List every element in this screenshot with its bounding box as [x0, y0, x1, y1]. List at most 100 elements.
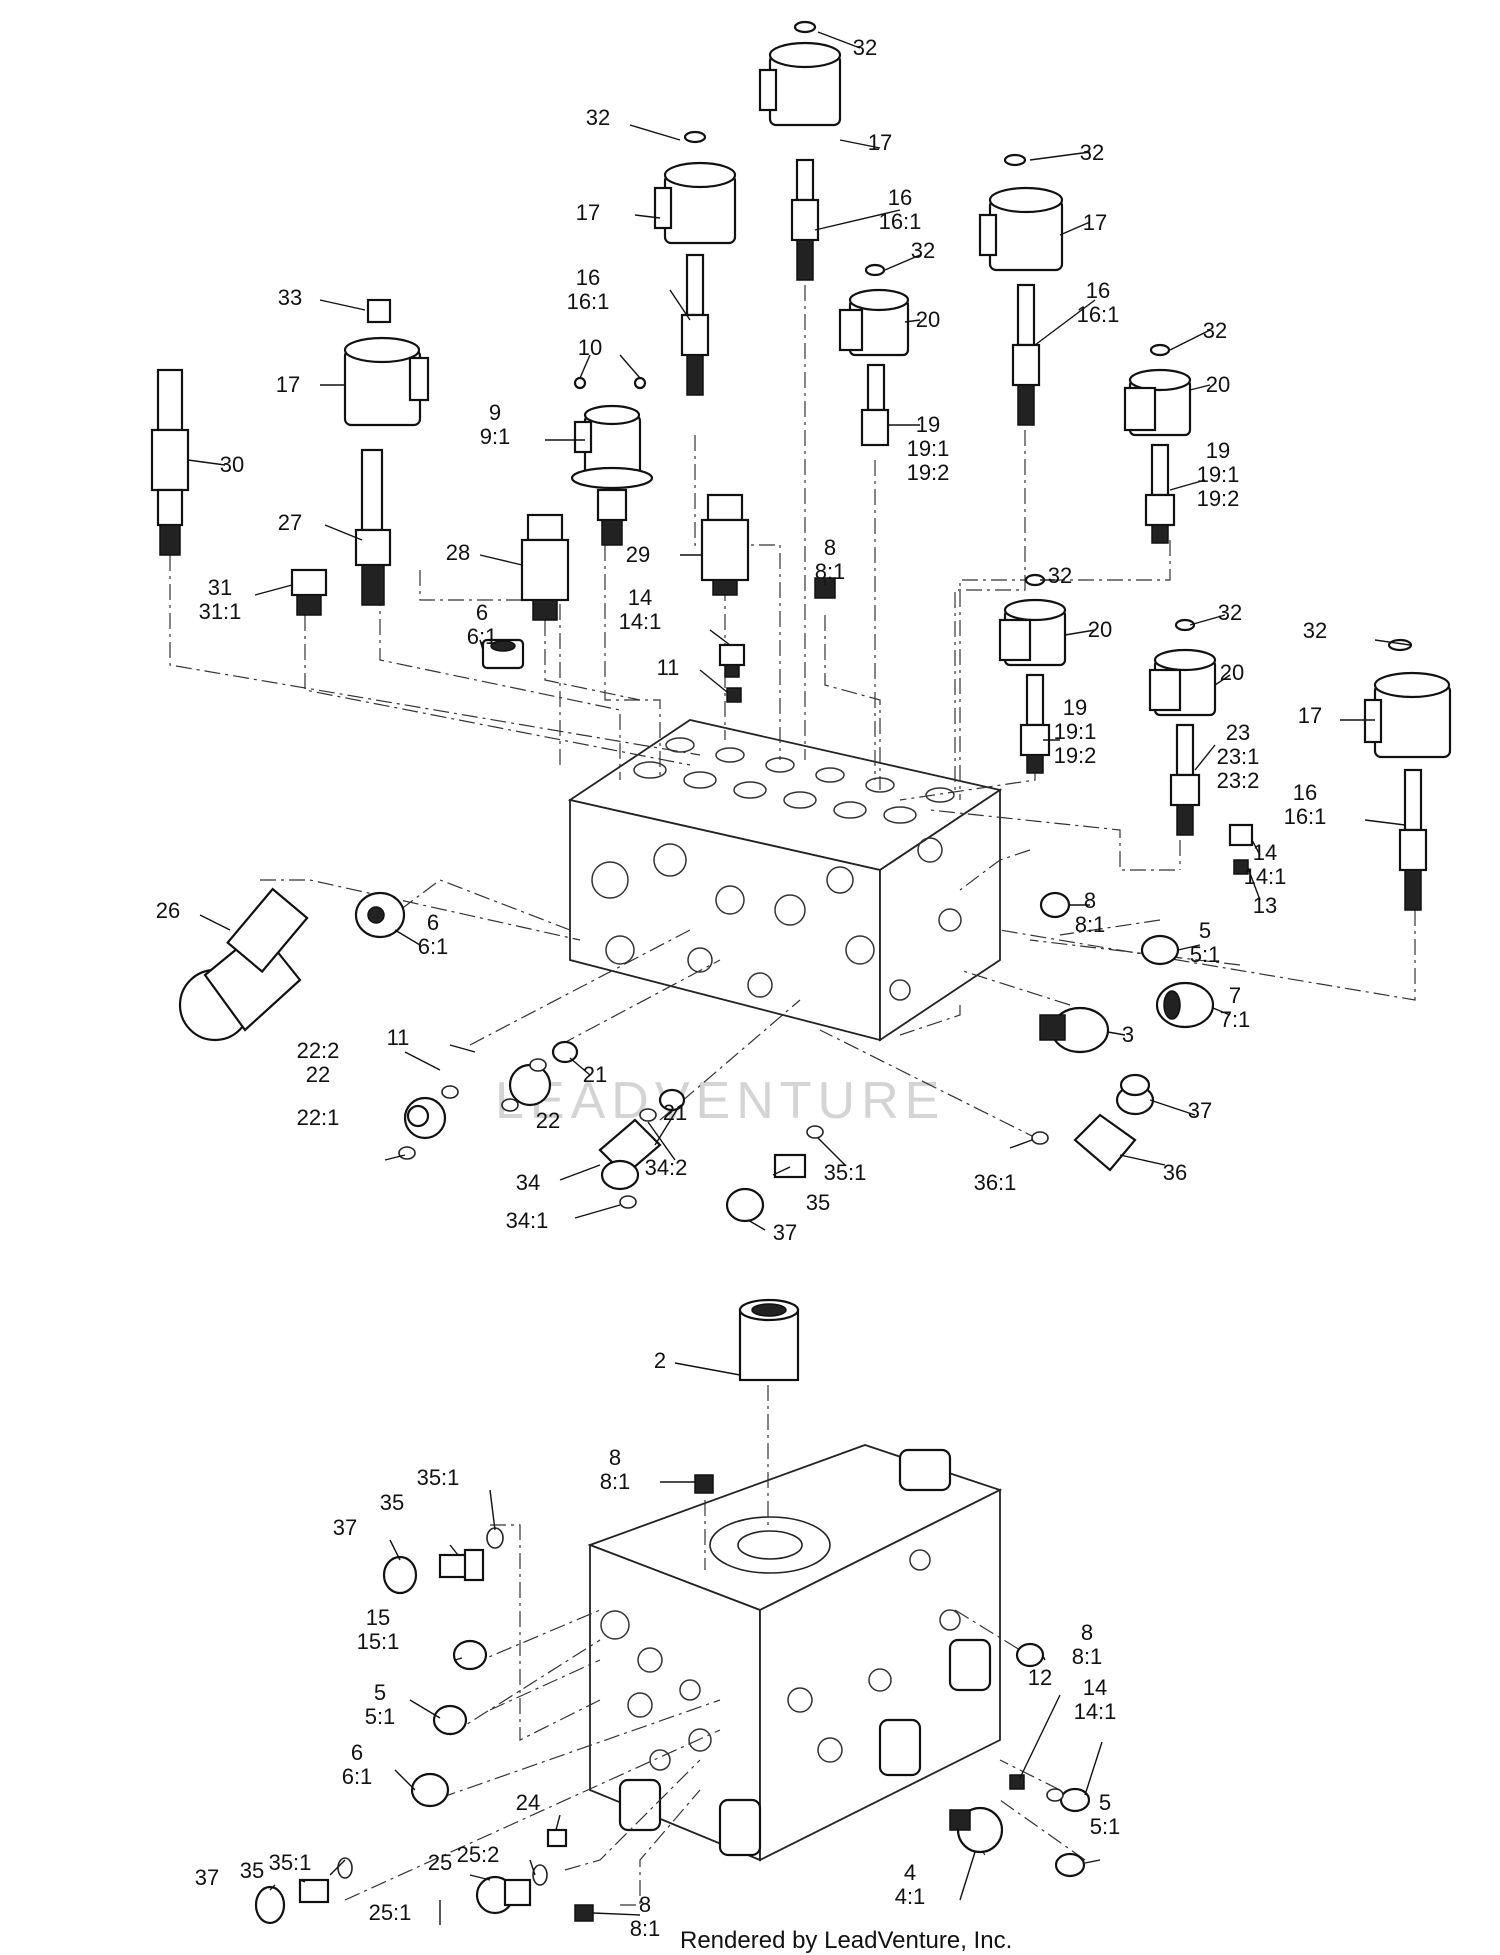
- solenoid-coil-17d: [343, 298, 430, 606]
- callout-line: 35:1: [417, 1465, 460, 1490]
- callout-leaders: [187, 31, 1411, 1925]
- callout-line: 10: [578, 335, 602, 360]
- callout-c35b: 35: [806, 1190, 830, 1215]
- callout-c20b: 20: [1206, 372, 1230, 397]
- callout-c32e: 32: [1203, 318, 1227, 343]
- callout-c33: 33: [278, 285, 302, 310]
- cap-37d: [254, 1885, 286, 1925]
- watermark-text: LEADVENTURE: [495, 1072, 945, 1130]
- callout-line: 9: [489, 400, 501, 425]
- lower-manifold-block: [587, 1444, 1003, 1862]
- callout-line: 37: [333, 1515, 357, 1540]
- solenoid-coil-17a: [758, 20, 842, 281]
- callout-line: 5: [1099, 1790, 1111, 1815]
- callout-line: 34: [516, 1170, 540, 1195]
- callout-line: 19: [1063, 695, 1087, 720]
- cartridge-28: [520, 513, 570, 621]
- fitting-22b: [501, 1058, 552, 1112]
- callout-line: 16:1: [1284, 804, 1327, 829]
- plug-15: [452, 1639, 488, 1671]
- callout-line: 6: [476, 600, 488, 625]
- cartridge-26: [178, 887, 309, 1042]
- callout-c34: 34: [516, 1170, 540, 1195]
- callout-line: 8: [609, 1445, 621, 1470]
- plug-14a: [718, 643, 746, 678]
- callout-line: 15: [366, 1605, 390, 1630]
- sleeve-2: [738, 1298, 800, 1382]
- callout-line: 32: [1218, 600, 1242, 625]
- plug-14b: [1228, 823, 1254, 875]
- callout-line: 16: [1086, 278, 1110, 303]
- callout-c32a: 32: [853, 35, 877, 60]
- callout-line: 31: [208, 575, 232, 600]
- plug-12: [1009, 1774, 1025, 1790]
- callout-c37b: 37: [773, 1220, 797, 1245]
- callout-line: 23: [1226, 720, 1250, 745]
- callout-line: 4: [904, 1860, 916, 1885]
- callout-c24: 24: [516, 1790, 540, 1815]
- cap-37c: [382, 1555, 418, 1595]
- callout-line: 20: [1088, 617, 1112, 642]
- callout-line: 4:1: [895, 1884, 926, 1909]
- callout-line: 19:1: [1197, 462, 1240, 487]
- callout-c3: 3: [1122, 1022, 1134, 1047]
- plug-8b: [1039, 891, 1071, 919]
- callout-line: 8: [639, 1892, 651, 1917]
- fitting-22: [398, 1085, 459, 1160]
- callout-c22c: 22:1: [297, 1105, 340, 1130]
- callout-c13: 13: [1253, 893, 1277, 918]
- solenoid-coil-20b: [1123, 343, 1192, 544]
- assembly-centerlines: [169, 285, 1416, 1141]
- fitting-24: [546, 1828, 568, 1848]
- callout-line: 14: [1253, 840, 1277, 865]
- callout-c32h: 32: [1303, 618, 1327, 643]
- plug-11a: [726, 687, 742, 703]
- callout-line: 21: [663, 1100, 687, 1125]
- callout-line: 22: [536, 1108, 560, 1133]
- callout-line: 33: [278, 285, 302, 310]
- callout-c32f: 32: [1048, 563, 1072, 588]
- callout-line: 25: [428, 1850, 452, 1875]
- cap-37b: [1119, 1073, 1151, 1097]
- plug-31: [290, 568, 328, 616]
- callout-c20a: 20: [916, 307, 940, 332]
- callout-line: 32: [853, 35, 877, 60]
- callout-line: 32: [1203, 318, 1227, 343]
- callout-line: 19:2: [1054, 743, 1097, 768]
- callout-line: 17: [1298, 703, 1322, 728]
- cartridge-29: [700, 493, 750, 596]
- callout-line: 22: [306, 1062, 330, 1087]
- callout-line: 17: [1083, 210, 1107, 235]
- callout-line: 28: [446, 540, 470, 565]
- callout-line: 37: [773, 1220, 797, 1245]
- callout-line: 35: [380, 1490, 404, 1515]
- callout-line: 36:1: [974, 1170, 1017, 1195]
- callout-line: 25:1: [369, 1900, 412, 1925]
- callout-c29: 29: [626, 542, 650, 567]
- callout-line: 32: [586, 105, 610, 130]
- callout-line: 16: [576, 265, 600, 290]
- callout-line: 19:2: [1197, 486, 1240, 511]
- callout-line: 8:1: [630, 1916, 661, 1941]
- solenoid-coil-17c: [978, 153, 1064, 426]
- plug-8c: [694, 1474, 714, 1494]
- callout-c37c: 37: [333, 1515, 357, 1540]
- callout-c32c: 32: [1080, 140, 1104, 165]
- callout-c25b: 25:2: [457, 1842, 500, 1867]
- callout-line: 14: [1083, 1675, 1107, 1700]
- callout-c22b: 22: [536, 1108, 560, 1133]
